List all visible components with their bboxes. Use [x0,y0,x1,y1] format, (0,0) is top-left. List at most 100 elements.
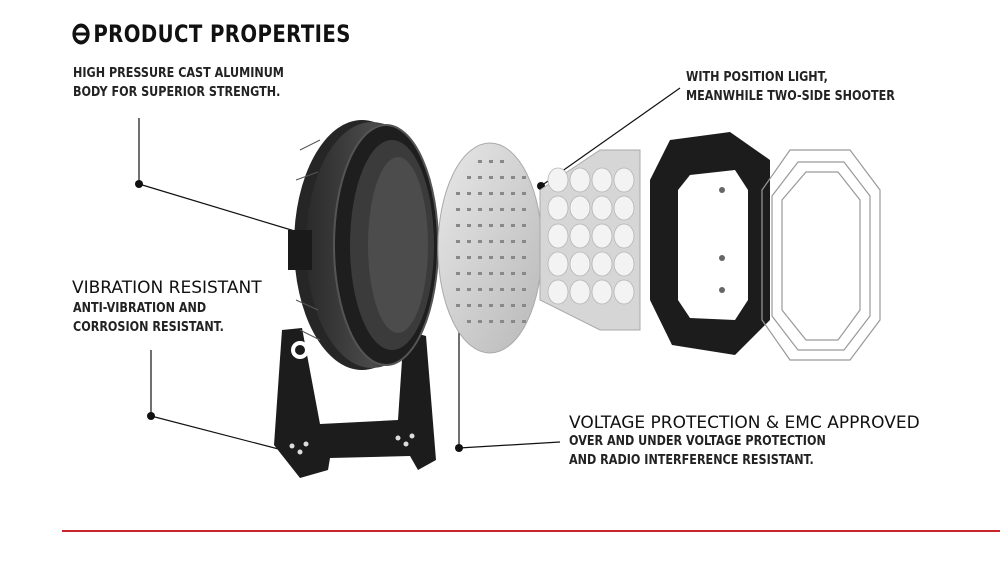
leader-dots [135,180,545,452]
callout-line: OVER AND UNDER VOLTAGE PROTECTION [569,434,826,449]
callout-line: MEANWHILE TWO-SIDE SHOOTER [686,89,895,104]
led-chip [489,304,493,307]
led-chip [456,208,460,211]
led-chip [500,208,504,211]
led-chip [478,192,482,195]
optic-lens [569,279,591,305]
optic-lens [569,223,591,249]
optic-lens [591,251,613,277]
led-chip [511,224,515,227]
led-chip [500,192,504,195]
optics-shape [539,149,641,331]
optic-lens [547,279,569,305]
led-chip [467,272,471,275]
led-chip [478,272,482,275]
led-chip [500,176,504,179]
led-chip [522,224,526,227]
led-chip [500,288,504,291]
led-chip [456,272,460,275]
led-chip [467,304,471,307]
clear-cover-shape [761,149,881,361]
led-chip [456,256,460,259]
callout-position-light: WITH POSITION LIGHT, MEANWHILE TWO-SIDE … [686,68,895,106]
led-chip [522,208,526,211]
housing-shape [288,120,439,370]
led-chip [456,224,460,227]
led-chip [489,272,493,275]
led-chip [478,288,482,291]
led-chip [522,176,526,179]
optic-lens [613,195,635,221]
optic-lens [547,223,569,249]
callout-line: BODY FOR SUPERIOR STRENGTH. [73,85,281,100]
led-chip [522,256,526,259]
optic-lens [547,167,569,193]
led-chip [489,192,493,195]
led-chip [511,304,515,307]
led-chip [522,192,526,195]
led-chip [500,272,504,275]
led-chip [467,208,471,211]
led-chip [522,272,526,275]
optic-lens [613,167,635,193]
led-chip [511,272,515,275]
callout-line: WITH POSITION LIGHT, [686,70,828,85]
callout-line: HIGH PRESSURE CAST ALUMINUM [73,66,284,81]
optic-lens [569,167,591,193]
title-text: PRODUCT PROPERTIES [93,20,351,48]
led-chip [500,224,504,227]
led-chip [489,320,493,323]
led-chip [489,240,493,243]
led-chip [522,288,526,291]
led-chip [478,176,482,179]
led-chip [500,320,504,323]
led-chip [456,288,460,291]
mounting-bracket-shape [274,328,436,478]
led-chip [478,224,482,227]
optic-lens [591,195,613,221]
led-chip [500,240,504,243]
circle-logo-icon [72,23,90,51]
led-chip [489,288,493,291]
callout-voltage-title: VOLTAGE PROTECTION & EMC APPROVED [569,413,920,433]
led-chip [467,224,471,227]
led-chip [478,240,482,243]
callout-line: ANTI-VIBRATION AND [73,301,207,316]
led-chip [467,176,471,179]
led-chip [478,256,482,259]
led-chip [478,320,482,323]
led-chip [522,320,526,323]
led-chip [522,240,526,243]
led-chip [478,208,482,211]
callout-line: CORROSION RESISTANT. [73,320,224,335]
led-chip [456,240,460,243]
led-chip [489,160,493,163]
optic-lens [613,251,635,277]
led-chip [511,288,515,291]
led-chip [511,240,515,243]
led-chip [500,256,504,259]
optic-lens [591,223,613,249]
callout-vibration: ANTI-VIBRATION AND CORROSION RESISTANT. [73,299,224,337]
led-chip [500,304,504,307]
callout-vibration-title: VIBRATION RESISTANT [72,278,262,298]
optic-lens [591,167,613,193]
led-chip [467,192,471,195]
optic-lens [613,279,635,305]
led-chip [489,208,493,211]
callout-voltage: OVER AND UNDER VOLTAGE PROTECTION AND RA… [569,432,826,470]
led-chip [456,192,460,195]
page-title: PRODUCT PROPERTIES [72,20,351,51]
callout-body-strength: HIGH PRESSURE CAST ALUMINUM BODY FOR SUP… [73,64,284,102]
led-chip [467,240,471,243]
led-chip [511,320,515,323]
led-chip [511,176,515,179]
led-chip [478,304,482,307]
callout-line: AND RADIO INTERFERENCE RESISTANT. [569,453,814,468]
led-chip [522,304,526,307]
optic-lens [591,279,613,305]
led-chip [467,320,471,323]
led-chip [478,160,482,163]
optic-lens [547,195,569,221]
